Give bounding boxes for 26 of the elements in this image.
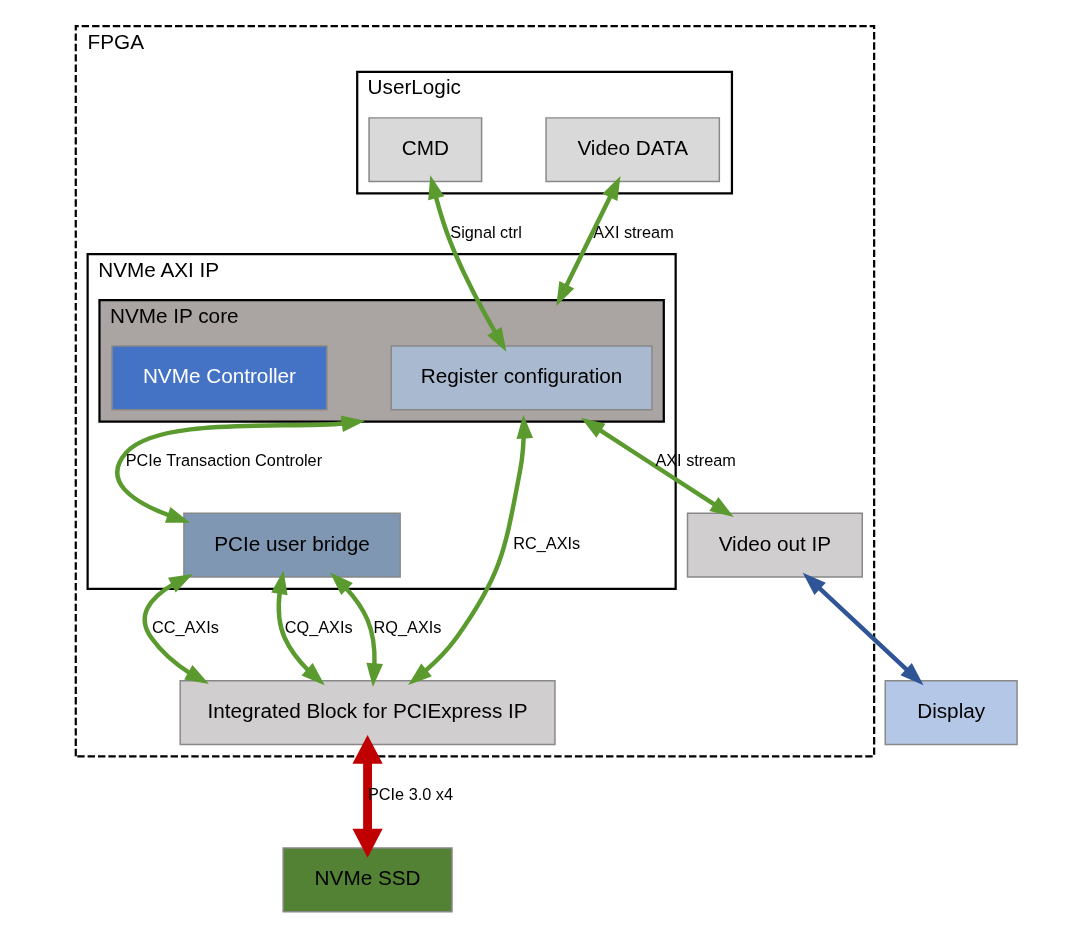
edge-label: Signal ctrl [450,222,522,241]
edge-label: RQ_AXIs [373,618,442,637]
node-box: Integrated Block for PCIExpress IP [179,680,556,746]
node-box: CMD [368,117,483,183]
arrow [115,415,366,523]
arrow [581,417,734,517]
node-box: NVMe Controller [111,345,328,411]
edge-label: CC_AXIs [151,618,219,637]
node-box: Video out IP [686,512,864,578]
arrow [556,176,621,307]
arrow [142,574,209,684]
edge-label: RC_AXIs [513,534,581,553]
arrow [352,735,383,858]
node-box: PCIe user bridge [183,512,401,578]
edge-label: AXI stream [593,222,674,241]
node-box: Video DATA [545,117,721,183]
edge-label: PCIe Transaction Controler [125,450,323,469]
arrow [802,572,924,686]
node-box: NVMe SSD [282,847,453,913]
arrow [271,570,325,686]
arrow [330,572,383,688]
arrow [408,414,534,685]
node-box: Display [884,680,1018,746]
edge-label: CQ_AXIs [284,618,353,637]
node-box: Register configuration [390,345,653,411]
arrow [428,175,507,352]
